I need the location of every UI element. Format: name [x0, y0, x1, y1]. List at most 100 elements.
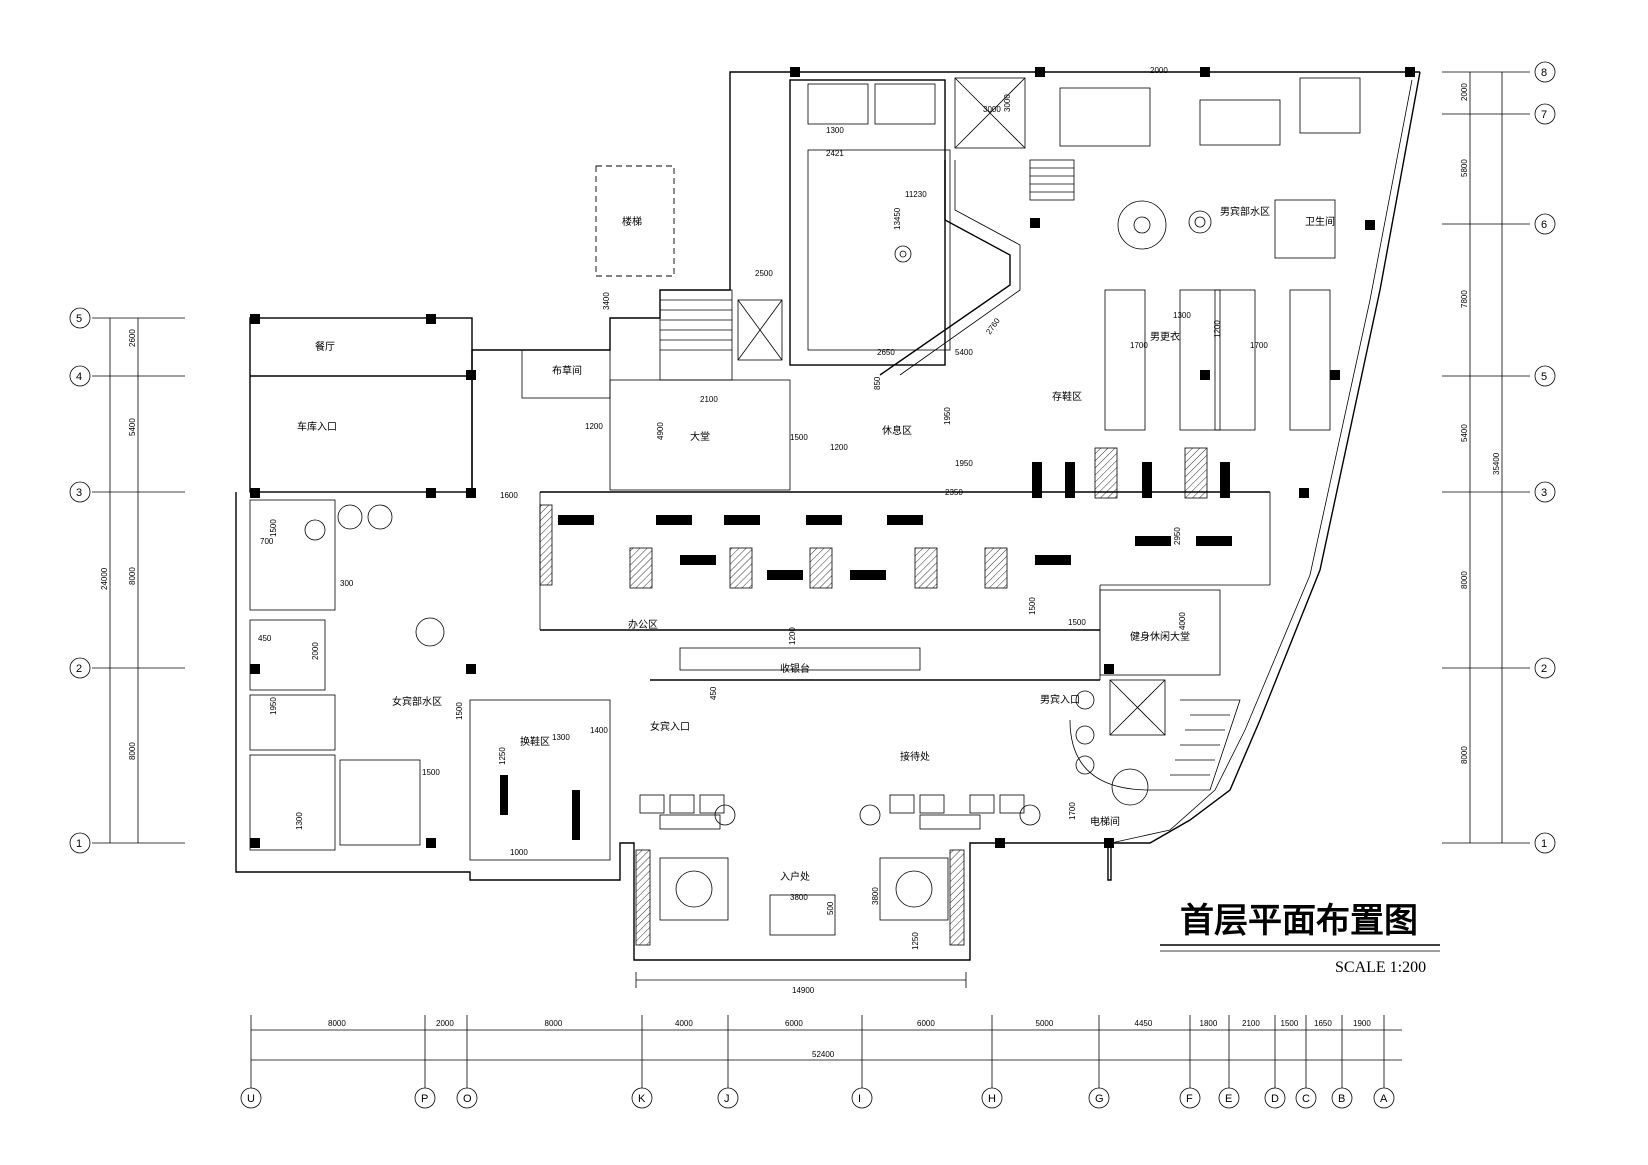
- svg-text:2: 2: [1541, 663, 1547, 675]
- svg-text:O: O: [463, 1093, 472, 1105]
- svg-text:1250: 1250: [498, 747, 507, 765]
- svg-text:1250: 1250: [911, 932, 920, 950]
- bottom-dim: 8000: [328, 1019, 346, 1028]
- axis-bubble-left-4: 4: [69, 365, 91, 387]
- svg-text:女宾入口: 女宾入口: [650, 720, 690, 733]
- svg-text:P: P: [421, 1093, 428, 1105]
- svg-text:5: 5: [76, 313, 82, 325]
- axis-bubble-bottom-H: H: [981, 1087, 1003, 1109]
- svg-text:3: 3: [76, 487, 82, 499]
- svg-text:办公区: 办公区: [628, 618, 658, 631]
- hatched-columns: [539, 447, 1208, 589]
- bottom-dim: 2100: [1242, 1019, 1260, 1028]
- shoe-room-2: 换鞋区: [469, 699, 611, 861]
- men-bath-area: 男宾部水区: [1117, 200, 1270, 250]
- svg-text:男宾入口: 男宾入口: [1040, 693, 1080, 706]
- svg-text:3: 3: [1541, 487, 1547, 499]
- restaurant-room: 餐厅: [315, 340, 335, 353]
- right-dim-1: 2000: [1460, 83, 1469, 101]
- axis-bubble-bottom-C: C: [1295, 1087, 1317, 1109]
- stair-flight-2: [1029, 159, 1075, 201]
- svg-text:U: U: [247, 1093, 255, 1105]
- axis-bubble-left-1: 1: [69, 832, 91, 854]
- svg-text:2650: 2650: [877, 348, 895, 357]
- svg-text:700: 700: [260, 537, 274, 546]
- bottom-dim: 2000: [436, 1019, 454, 1028]
- svg-text:1400: 1400: [590, 726, 608, 735]
- svg-text:2000: 2000: [1150, 66, 1168, 75]
- bottom-dim: 1800: [1200, 1019, 1218, 1028]
- rest-area: 休息区: [882, 424, 912, 437]
- svg-text:2760: 2760: [984, 316, 1002, 336]
- women-bath-area: 女宾部水区: [249, 499, 445, 851]
- svg-text:1500: 1500: [455, 702, 464, 720]
- reception-area: 接待处: [900, 750, 930, 763]
- fitness-lobby: 健身休闲大堂: [1099, 589, 1221, 676]
- title-block: 首层平面布置图 SCALE 1:200: [1160, 901, 1440, 976]
- svg-text:1700: 1700: [1068, 802, 1077, 820]
- svg-text:1600: 1600: [500, 491, 518, 500]
- svg-text:1200: 1200: [1213, 320, 1222, 338]
- axis-bubble-right-7: 7: [1534, 103, 1556, 125]
- right-dim-3: 7800: [1460, 290, 1469, 308]
- svg-text:3000: 3000: [1003, 94, 1012, 112]
- svg-text:5400: 5400: [955, 348, 973, 357]
- left-dim-total: 24000: [100, 567, 109, 590]
- svg-text:2421: 2421: [826, 149, 844, 158]
- axis-bubble-bottom-F: F: [1179, 1087, 1201, 1109]
- axis-bubble-right-3: 3: [1534, 481, 1556, 503]
- svg-text:收银台: 收银台: [780, 662, 810, 675]
- svg-text:500: 500: [826, 901, 835, 915]
- axis-bubble-right-8: 8: [1534, 61, 1556, 83]
- left-dim-1: 2600: [128, 329, 137, 347]
- bottom-dim-total: 52400: [812, 1050, 835, 1059]
- svg-text:1300: 1300: [1173, 311, 1191, 320]
- svg-text:存鞋区: 存鞋区: [1052, 390, 1082, 403]
- bottom-dim: 5000: [1036, 1019, 1054, 1028]
- svg-text:休息区: 休息区: [882, 424, 912, 437]
- axis-bubble-bottom-J: J: [717, 1087, 739, 1109]
- svg-text:1700: 1700: [1130, 341, 1148, 350]
- elevator-shaft: [737, 299, 783, 361]
- svg-text:男宾部水区: 男宾部水区: [1220, 205, 1270, 218]
- right-dim-5: 8000: [1460, 571, 1469, 589]
- svg-text:7: 7: [1541, 109, 1547, 121]
- svg-text:1500: 1500: [269, 519, 278, 537]
- svg-text:3800: 3800: [871, 887, 880, 905]
- svg-text:300: 300: [340, 579, 354, 588]
- axis-bubble-bottom-U: U: [240, 1087, 262, 1109]
- axis-bubble-bottom-K: K: [631, 1087, 653, 1109]
- svg-text:2100: 2100: [700, 395, 718, 404]
- left-dim-3: 8000: [128, 567, 137, 585]
- axis-bubble-right-6: 6: [1534, 213, 1556, 235]
- svg-text:1300: 1300: [826, 126, 844, 135]
- svg-text:1200: 1200: [830, 443, 848, 452]
- svg-text:2950: 2950: [1173, 527, 1182, 545]
- bottom-dim: 8000: [545, 1019, 563, 1028]
- svg-text:1300: 1300: [552, 733, 570, 742]
- svg-text:1500: 1500: [1068, 618, 1086, 627]
- axis-bubble-bottom-A: A: [1373, 1087, 1395, 1109]
- svg-text:卫生间: 卫生间: [1305, 215, 1335, 228]
- right-dimension-strip: 2000 5800 7800 5400 8000 8000 35400 8 7 …: [1442, 61, 1556, 854]
- pool-room: [789, 79, 1021, 376]
- axis-bubble-bottom-E: E: [1218, 1087, 1240, 1109]
- svg-text:2350: 2350: [945, 488, 963, 497]
- axis-bubble-left-3: 3: [69, 481, 91, 503]
- entry-dimension: 14900: [635, 972, 967, 995]
- stair-flight-1: [659, 289, 733, 381]
- svg-text:B: B: [1338, 1093, 1345, 1105]
- svg-text:1200: 1200: [788, 627, 797, 645]
- page-title: 首层平面布置图: [1180, 901, 1418, 941]
- toilet-top-right: 卫生间: [1274, 199, 1336, 259]
- svg-text:5: 5: [1541, 371, 1547, 383]
- bottom-dim: 1500: [1281, 1019, 1299, 1028]
- left-dim-2: 5400: [128, 418, 137, 436]
- svg-text:J: J: [724, 1093, 730, 1105]
- inner-dimension-labels: 3400 2500 1300 2421 11230 13450 3000 300…: [258, 66, 1268, 950]
- garage-room: 车库入口: [297, 420, 337, 433]
- svg-text:3400: 3400: [602, 292, 611, 310]
- sofa-group-right: [889, 794, 1025, 830]
- right-dim-2: 5800: [1460, 159, 1469, 177]
- svg-text:1500: 1500: [790, 433, 808, 442]
